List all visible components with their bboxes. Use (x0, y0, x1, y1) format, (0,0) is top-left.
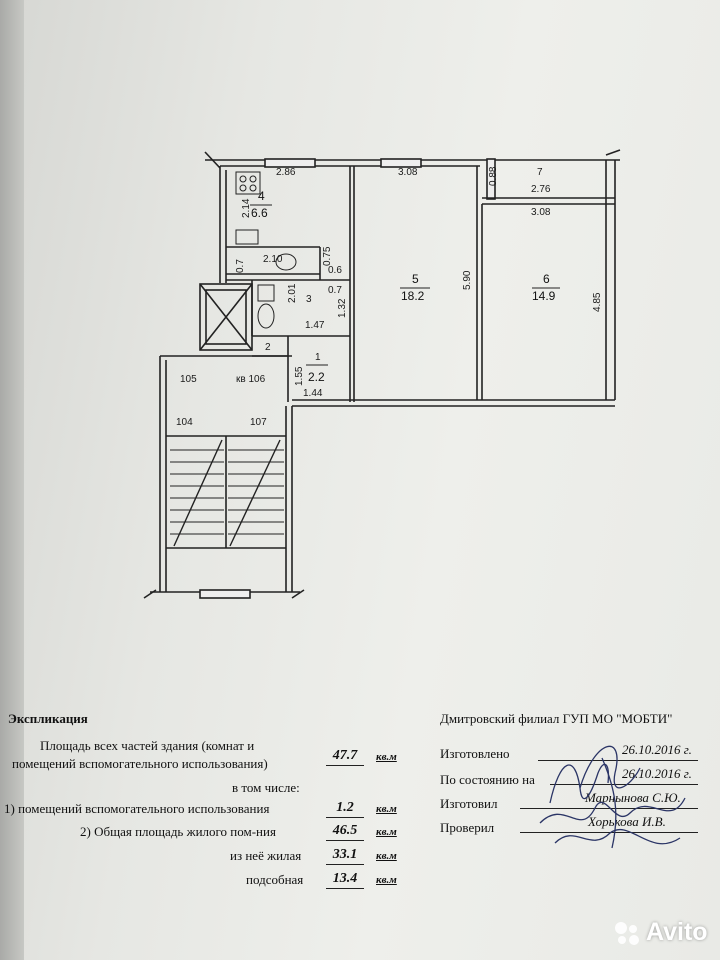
dim-0-7-left: 0.7 (235, 259, 246, 273)
living-label: из неё жилая (230, 848, 302, 863)
avito-watermark: Avito (612, 918, 708, 947)
dim-0-6: 0.6 (328, 265, 342, 276)
unit-aux: кв.м (376, 803, 397, 815)
room-5-area: 18.2 (401, 289, 425, 303)
apt-107: 107 (250, 417, 267, 428)
room-6-number: 6 (543, 272, 550, 286)
living-value: 33.1 (332, 847, 358, 862)
dim-0-7: 0.7 (328, 285, 342, 296)
dim-2-86: 2.86 (276, 167, 296, 178)
dim-7: 7 (537, 167, 543, 178)
dim-0-88: 0.88 (488, 166, 499, 186)
dim-0-75: 0.75 (322, 246, 333, 266)
dim-2-76: 2.76 (531, 184, 551, 195)
room-2-number: 2 (265, 342, 271, 353)
room-4-number: 4 (258, 189, 265, 203)
room-1-area: 2.2 (308, 370, 325, 384)
apt-106: кв 106 (236, 374, 266, 385)
dim-3-08-top: 3.08 (398, 167, 418, 178)
dim-1-44: 1.44 (303, 388, 323, 399)
room-5-number: 5 (412, 272, 419, 286)
dim-1-55: 1.55 (294, 366, 305, 386)
utility-value: 13.4 (332, 871, 358, 886)
room-4-area: 6.6 (251, 206, 268, 220)
living-total-value: 46.5 (332, 823, 358, 838)
org-name: Дмитровский филиал ГУП МО "МОБТИ" (440, 711, 673, 726)
explication-title: Экспликация (8, 711, 88, 726)
avito-watermark-text: Avito (646, 918, 708, 946)
unit-utility: кв.м (376, 874, 397, 886)
aux-area-value: 1.2 (336, 800, 354, 815)
maker-name: Марнынова С.Ю. (585, 790, 681, 805)
living-total-label: 2) Общая площадь жилого пом-ния (80, 824, 276, 839)
dim-1-47: 1.47 (305, 320, 325, 331)
state-label: По состоянию на (440, 772, 535, 787)
checker-name: Хорькова И.В. (588, 814, 666, 829)
checker-label: Проверил (440, 820, 495, 835)
dim-2-10: 2.10 (263, 254, 283, 265)
unit-total: кв.м (376, 751, 397, 763)
apt-104: 104 (176, 417, 193, 428)
avito-logo-icon (615, 921, 639, 945)
room-1-number: 1 (315, 352, 321, 363)
dim-5-90: 5.90 (462, 270, 473, 290)
unit-living-total: кв.м (376, 826, 397, 838)
unit-living: кв.м (376, 850, 397, 862)
handwritten-signature (539, 745, 686, 849)
made-label: Изготовлено (440, 746, 510, 761)
room-3-number: 3 (306, 294, 312, 305)
total-area-value: 47.7 (332, 748, 358, 763)
including-label: в том числе: (232, 780, 300, 795)
apt-105: 105 (180, 374, 197, 385)
room-6-area: 14.9 (532, 289, 556, 303)
dim-2-01: 2.01 (287, 283, 298, 303)
maker-label: Изготовил (440, 796, 498, 811)
aux-area-label: 1) помещений вспомогательного использова… (4, 801, 270, 816)
dim-4-85: 4.85 (592, 292, 603, 312)
page-edge-shadow (0, 0, 24, 960)
dim-3-08-right: 3.08 (531, 207, 551, 218)
utility-label: подсобная (246, 872, 304, 887)
dim-2-14: 2.14 (241, 198, 252, 218)
made-date: 26.10.2016 г. (622, 742, 692, 757)
explication-line1: Площадь всех частей здания (комнат и (40, 738, 255, 753)
dim-1-32: 1.32 (337, 298, 348, 318)
explication-line2: помещений вспомогательного использования… (12, 756, 268, 771)
